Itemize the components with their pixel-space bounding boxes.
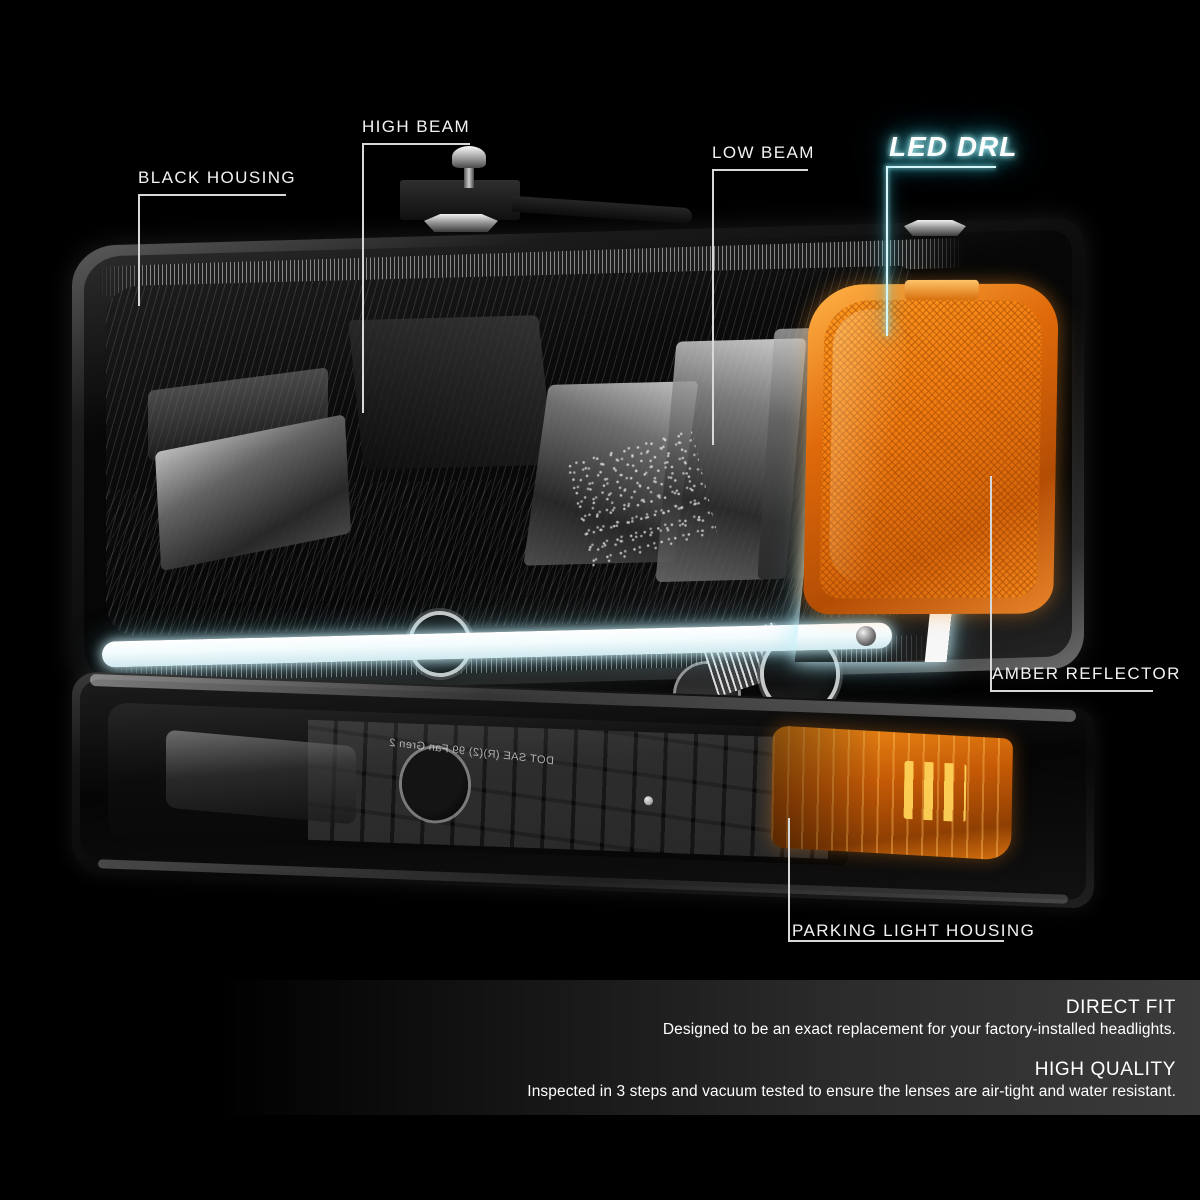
callout-leader-black-housing [138, 194, 140, 306]
adjuster-screw-head [452, 146, 486, 168]
parking-light-assembly: DOT SAE (R)(2) 99 Fan Gren 2 [72, 671, 1094, 909]
adjuster-screw-stem [464, 166, 474, 188]
callout-leader-led-drl [886, 166, 888, 336]
callout-leader-low-beam [712, 169, 714, 445]
callout-underline-low-beam [712, 169, 808, 171]
callout-underline-parking-light [788, 940, 1004, 942]
promo-heading: DIRECT FIT [1065, 997, 1176, 1018]
callout-label-black-housing: BLACK HOUSING [138, 168, 297, 187]
mounting-bracket-arm [512, 195, 692, 225]
promo-block-direct-fit: DIRECT FIT Designed to be an exact repla… [663, 996, 1176, 1041]
amber-corner-reflector [803, 279, 1059, 615]
promo-body: Inspected in 3 steps and vacuum tested t… [527, 1082, 1176, 1100]
callout-label-amber-reflector: AMBER REFLECTOR [992, 664, 1181, 683]
callout-label-parking-light-housing: PARKING LIGHT HOUSING [792, 921, 1036, 940]
headlight-assembly [72, 146, 1084, 750]
amber-lens-tab [904, 279, 979, 301]
mounting-bracket [400, 180, 520, 220]
housing-screw [856, 626, 876, 646]
amber-bulb-highlight [903, 760, 967, 823]
promo-block-high-quality: HIGH QUALITY Inspected in 3 steps and va… [527, 1058, 1176, 1103]
callout-underline-high-beam [362, 143, 470, 145]
reflector-facet [348, 315, 554, 470]
parking-light-amber-lens [770, 725, 1014, 861]
callout-label-low-beam: LOW BEAM [712, 143, 815, 162]
marketing-banner: DIRECT FIT Designed to be an exact repla… [0, 980, 1200, 1115]
callout-underline-amber-reflector [990, 690, 1153, 692]
callout-leader-amber-reflector [990, 476, 992, 690]
amber-lens [819, 299, 1043, 599]
callout-underline-black-housing [138, 194, 286, 196]
promo-body: Designed to be an exact replacement for … [662, 1020, 1176, 1038]
callout-label-high-beam: HIGH BEAM [362, 117, 471, 136]
callout-leader-high-beam [362, 143, 364, 413]
parking-light-reflector [166, 729, 356, 825]
lens-cavity [106, 265, 912, 637]
callout-label-led-drl: LED DRL [889, 131, 1018, 162]
parking-light-highlight [644, 796, 653, 806]
mounting-tab-left [424, 214, 498, 232]
promo-heading: HIGH QUALITY [1034, 1059, 1176, 1080]
parking-light-cavity: DOT SAE (R)(2) 99 Fan Gren 2 [108, 702, 848, 866]
callout-leader-parking-light [788, 818, 790, 940]
amber-gloss-highlight [828, 308, 908, 584]
mounting-tab-right [904, 220, 966, 236]
callout-underline-led-drl [886, 166, 996, 168]
